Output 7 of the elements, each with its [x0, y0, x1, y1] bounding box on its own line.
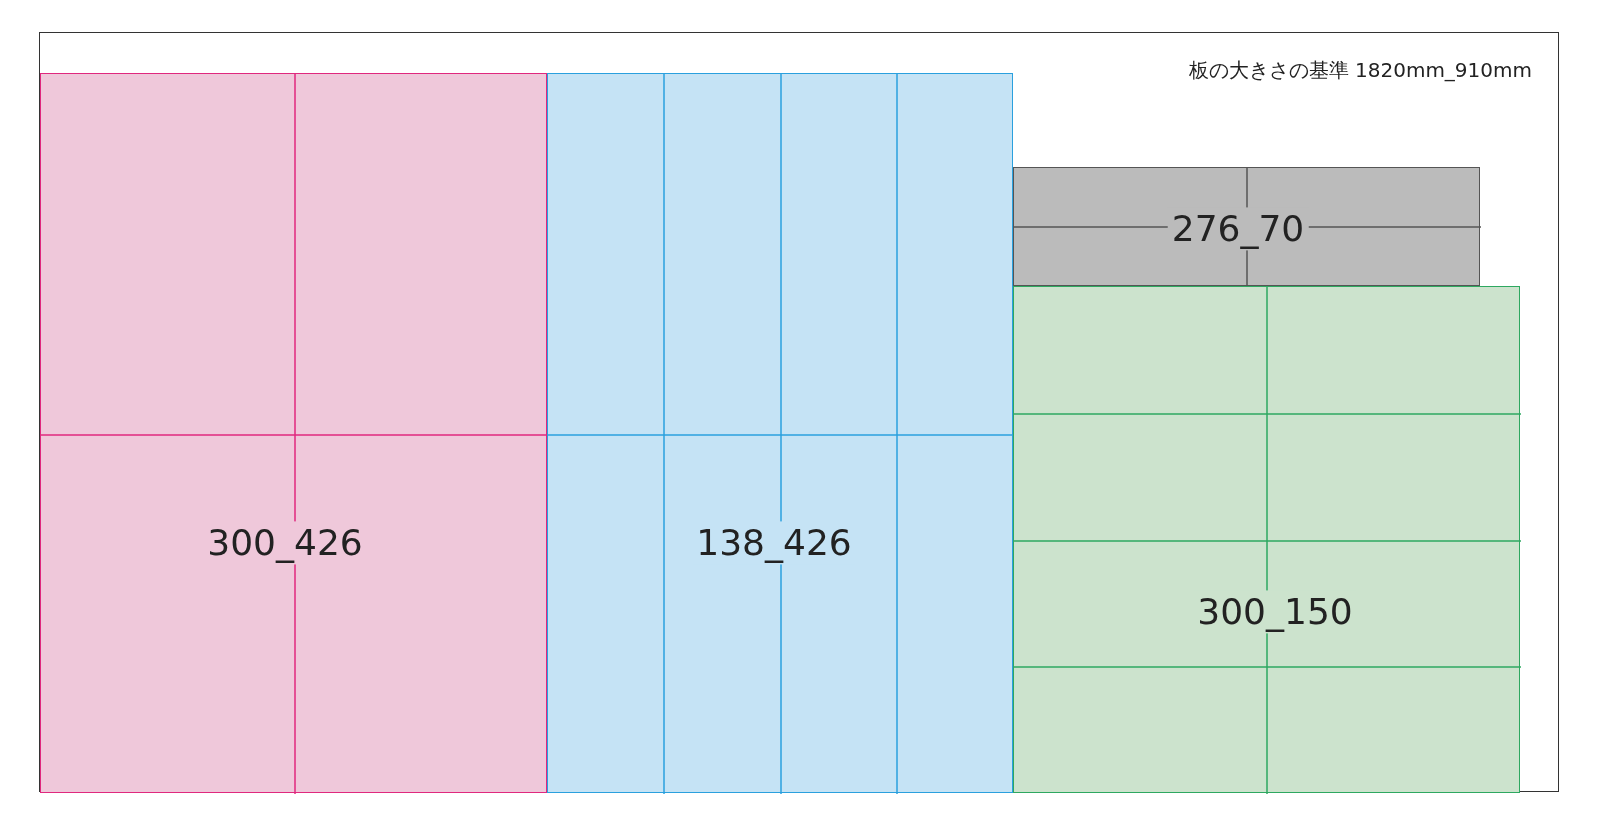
size-label: 276_70 — [1167, 207, 1309, 251]
cut-piece-group — [547, 73, 1013, 793]
cut-piece-group — [1013, 167, 1480, 286]
cut-piece-group — [40, 73, 547, 793]
board-outline — [39, 32, 1559, 792]
cut-piece-group — [1013, 286, 1520, 793]
board-size-note: 板の大きさの基準 1820mm_910mm — [1188, 57, 1532, 84]
